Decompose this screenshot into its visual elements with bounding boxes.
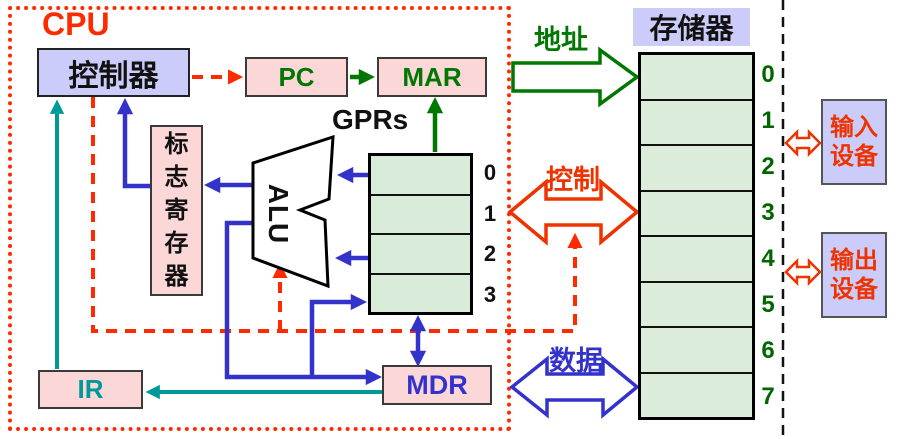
- memory-address-3: 3: [761, 199, 775, 226]
- flag-register-box: 标志寄存器: [150, 125, 203, 296]
- wire-mdr-to-gpr3: [309, 293, 367, 377]
- address-bus-arrow: [511, 46, 640, 108]
- ir-label: IR: [77, 374, 104, 404]
- alu-label: ALU: [263, 183, 294, 245]
- mar-register-box: MAR: [377, 57, 487, 97]
- gpr-register-file: [368, 153, 473, 315]
- memory-cell: [641, 283, 752, 328]
- controller-box: 控制器: [37, 48, 190, 97]
- memory-cell: [641, 192, 752, 237]
- pc-register-box: PC: [245, 57, 348, 97]
- memory-cell: [641, 101, 752, 146]
- memory-address-5: 5: [761, 291, 775, 318]
- memory-cell: [641, 237, 752, 283]
- memory-address-0: 0: [761, 61, 775, 88]
- memory-title: 存储器: [649, 13, 734, 44]
- input-device-arrow: [784, 128, 822, 158]
- gpr-index-3: 3: [483, 282, 497, 307]
- ir-register-box: IR: [38, 370, 143, 409]
- output-device-arrow: [784, 257, 822, 287]
- mar-label: MAR: [402, 61, 462, 92]
- gprs-title: GPRs: [332, 104, 409, 135]
- memory-address-2: 2: [761, 153, 775, 180]
- control-bus-arrow: [507, 178, 640, 246]
- control-bus-label: 控制: [546, 165, 600, 195]
- memory-address-4: 4: [761, 245, 775, 272]
- output-device-box: 输出 设备: [821, 232, 887, 318]
- output-device-label-line2: 设备: [830, 276, 878, 303]
- memory-address-6: 6: [761, 337, 775, 364]
- data-bus-label: 数据: [549, 346, 603, 376]
- wire-flagreg-to-controller: [116, 98, 152, 189]
- wire-alu-to-mdr: [224, 220, 382, 386]
- gpr-index-1: 1: [483, 201, 497, 226]
- gpr-cell: [371, 156, 470, 196]
- cpu-dotted-boundary: [8, 6, 511, 431]
- memory-cell: [641, 146, 752, 192]
- mdr-label: MDR: [406, 369, 468, 400]
- memory-title-box: 存储器: [633, 8, 750, 46]
- memory-cell: [641, 374, 752, 418]
- input-device-box: 输入 设备: [821, 99, 887, 185]
- memory-cell: [641, 328, 752, 374]
- wire-controller-to-memory-control: [91, 97, 583, 333]
- output-device-label-line1: 输出: [830, 247, 878, 274]
- address-bus-label: 地址: [534, 25, 588, 55]
- controller-label: 控制器: [68, 59, 159, 93]
- memory-table: [638, 52, 755, 420]
- gpr-index-0: 0: [483, 160, 497, 185]
- gpr-index-2: 2: [483, 241, 497, 266]
- flag-register-label: 标志寄存器: [164, 131, 189, 290]
- mdr-register-box: MDR: [382, 365, 492, 405]
- memory-address-7: 7: [761, 383, 775, 410]
- gpr-cell: [371, 235, 470, 275]
- input-device-label-line2: 设备: [830, 143, 878, 170]
- data-bus-arrow: [509, 355, 640, 419]
- input-device-label-line1: 输入: [830, 114, 878, 141]
- pc-label: PC: [278, 61, 315, 92]
- memory-address-1: 1: [761, 107, 775, 134]
- cpu-title: CPU: [42, 6, 110, 42]
- memory-cell: [641, 55, 752, 101]
- alu-shape: [251, 134, 335, 289]
- gpr-cell: [371, 196, 470, 235]
